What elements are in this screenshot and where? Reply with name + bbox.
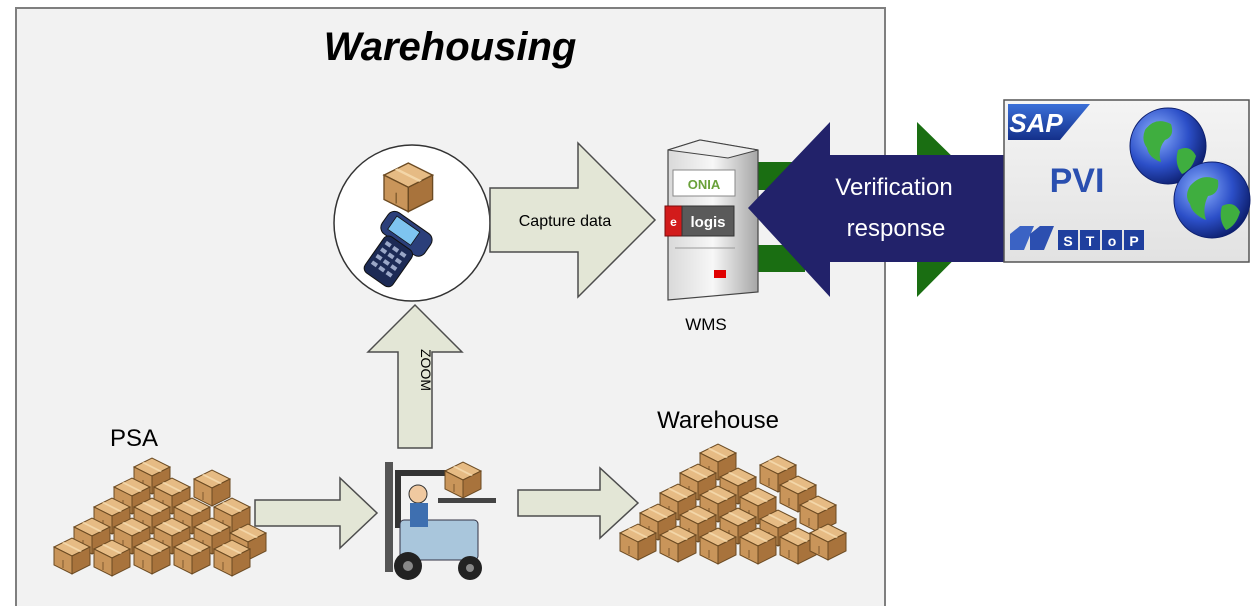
diagram-title: Warehousing <box>324 25 577 69</box>
psa-label: PSA <box>110 425 158 452</box>
wms-label: WMS <box>685 315 727 334</box>
globe-icon <box>1129 107 1207 185</box>
forklift-to-warehouse-arrow <box>517 466 640 540</box>
sap-logo-text: SAP <box>1009 108 1063 138</box>
psa-to-forklift-arrow <box>254 476 379 550</box>
zoom-arrow <box>366 303 464 449</box>
stop-badge: S T o P <box>1010 226 1144 250</box>
forklift-icon <box>385 461 496 580</box>
sap-pvi-panel: SAP PVI S T o P <box>1003 99 1251 263</box>
elogis-brand: logis <box>690 214 725 231</box>
globe-icon-second <box>1173 161 1251 239</box>
verification-label-line2: response <box>847 215 946 242</box>
stop-letter-s: S <box>1063 233 1072 249</box>
verification-label-line1: Verification <box>835 174 952 201</box>
onia-brand: ONIA <box>688 177 721 192</box>
verification-response-arrow <box>748 122 1004 297</box>
stop-letter-t: T <box>1086 233 1095 249</box>
elogis-prefix: e <box>670 215 677 229</box>
zoom-label: ZOOM <box>418 349 434 391</box>
handheld-scanner-icon <box>363 210 433 288</box>
pvi-label: PVI <box>1050 162 1105 200</box>
capture-data-arrow <box>489 141 657 299</box>
warehouse-label: Warehouse <box>657 407 779 434</box>
capture-data-label: Capture data <box>519 213 612 230</box>
stop-letter-o: o <box>1108 233 1117 249</box>
stop-letter-p: P <box>1129 233 1138 249</box>
sap-logo-icon <box>1008 104 1090 140</box>
wms-server-icon: ONIA e logis <box>664 139 759 301</box>
